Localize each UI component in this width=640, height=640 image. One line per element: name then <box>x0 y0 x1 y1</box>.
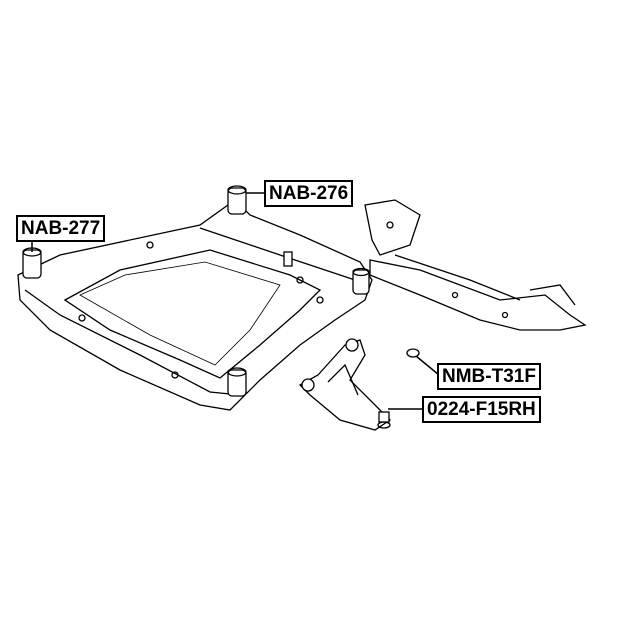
part-label-nab-277: NAB-277 <box>16 215 106 242</box>
subframe-drawing <box>17 185 373 411</box>
washer-drawing <box>406 348 420 358</box>
part-label-nab-276: NAB-276 <box>264 180 354 207</box>
leader-lines <box>31 192 440 410</box>
part-label-0224-f15rh: 0224-F15RH <box>422 396 541 423</box>
part-label-nmb-t31f: NMB-T31F <box>437 363 541 390</box>
cross-member-drawing <box>364 199 587 331</box>
control-arm-drawing <box>298 338 392 431</box>
